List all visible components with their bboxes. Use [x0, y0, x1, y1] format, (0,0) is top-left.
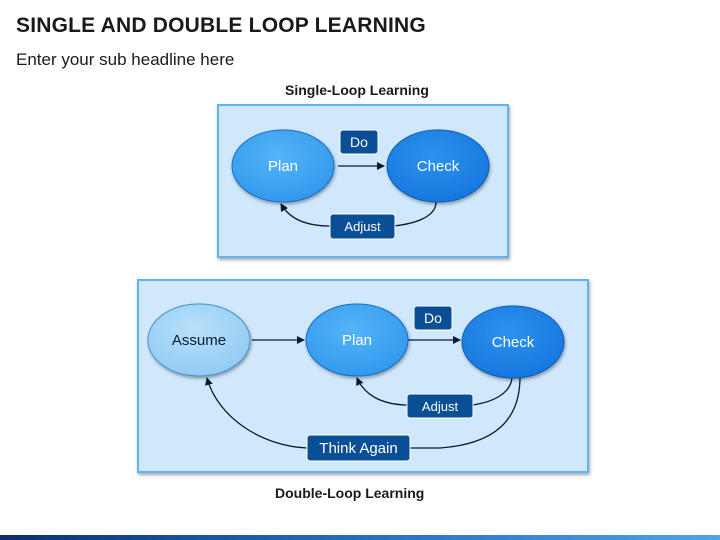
footer-accent-bar	[0, 535, 720, 540]
single-loop-caption: Single-Loop Learning	[285, 82, 429, 98]
single-check-label: Check	[417, 158, 460, 175]
double-adjust-label: Adjust	[422, 399, 459, 414]
single-loop-panel: Plan Check Do Adjust	[217, 104, 509, 258]
double-do-label-box: Do	[413, 305, 453, 331]
page-subtitle: Enter your sub headline here	[16, 50, 235, 69]
double-check-label: Check	[492, 334, 535, 351]
single-do-label: Do	[350, 134, 368, 150]
single-do-label-box: Do	[339, 129, 379, 155]
page-title: SINGLE AND DOUBLE LOOP LEARNING	[16, 14, 426, 37]
single-plan-node: Plan	[231, 129, 335, 203]
double-plan-label: Plan	[342, 332, 372, 349]
double-plan-node: Plan	[305, 303, 409, 377]
single-plan-label: Plan	[268, 158, 298, 175]
single-adjust-label-box: Adjust	[329, 213, 396, 240]
double-do-label: Do	[424, 310, 442, 326]
double-loop-panel: Assume Plan Check Do Adjust Think Again	[137, 279, 589, 473]
double-check-node: Check	[461, 305, 565, 379]
assume-node: Assume	[147, 303, 251, 377]
single-check-node: Check	[386, 129, 490, 203]
single-adjust-label: Adjust	[344, 219, 381, 234]
assume-label: Assume	[172, 332, 226, 349]
think-again-label-box: Think Again	[306, 434, 411, 462]
double-loop-caption: Double-Loop Learning	[275, 485, 425, 501]
think-again-label: Think Again	[319, 440, 397, 457]
double-adjust-label-box: Adjust	[406, 393, 474, 419]
